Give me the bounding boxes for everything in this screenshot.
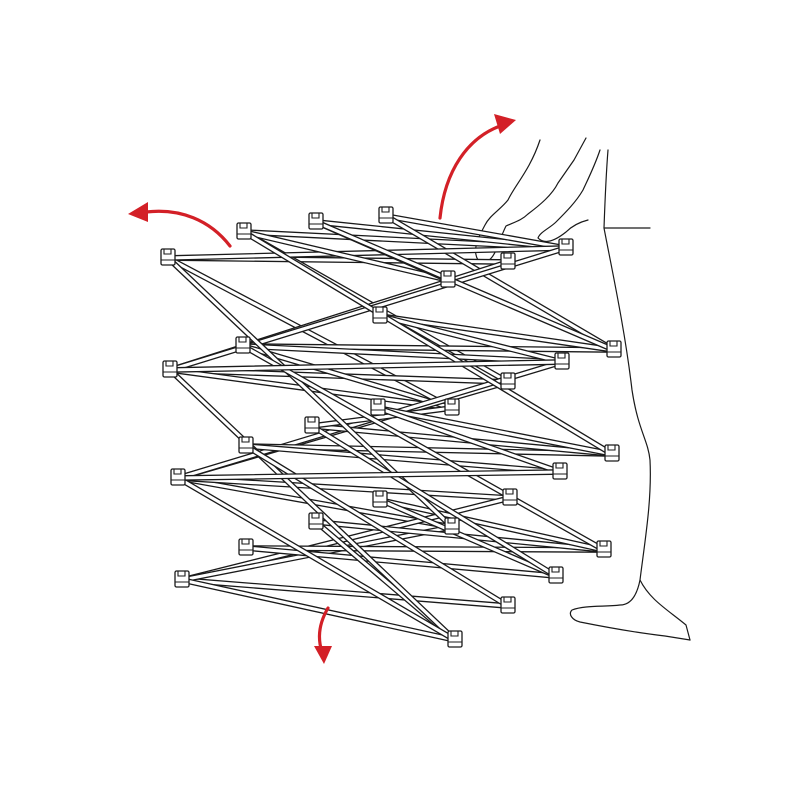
frame-hub — [606, 340, 622, 358]
frame-hub — [174, 570, 190, 588]
frame-hub — [235, 336, 251, 354]
frame-hub — [447, 630, 463, 648]
frame-bar — [377, 313, 565, 365]
frame-hub — [372, 490, 388, 508]
frame-hub — [378, 206, 394, 224]
frame-bar — [175, 469, 563, 481]
frame-hub — [500, 252, 516, 270]
frame-hub — [238, 538, 254, 556]
person-figure — [474, 137, 691, 641]
frame-bar — [240, 343, 607, 553]
frame-hub — [502, 488, 518, 506]
frame-bar — [243, 443, 563, 475]
frame-hub — [370, 398, 386, 416]
frame-hub — [304, 416, 320, 434]
foot-outline — [639, 579, 691, 641]
frame-bar — [309, 423, 559, 579]
frame-hub — [554, 352, 570, 370]
frame-hub — [548, 566, 564, 584]
frame-hub — [500, 596, 516, 614]
frame-hub — [372, 306, 388, 324]
frame-bar — [179, 577, 511, 609]
frame-bar — [313, 219, 617, 353]
frame-bar — [375, 405, 615, 457]
frame-bar — [175, 475, 458, 643]
direction-arrows — [128, 114, 516, 664]
leg-outline — [569, 227, 691, 641]
frame-hub — [308, 512, 324, 530]
frame-hub — [162, 360, 178, 378]
expand-up-arrow — [438, 114, 516, 220]
frame-hub — [596, 540, 612, 558]
expand-left-arrow — [128, 202, 232, 248]
frame-hub — [500, 372, 516, 390]
frame-bar — [383, 213, 617, 353]
thigh-outline — [603, 149, 651, 229]
frame-bar — [377, 497, 607, 553]
frame-hub — [552, 462, 568, 480]
frame-bar — [167, 359, 565, 373]
frame-hub — [308, 212, 324, 230]
frame-hub — [444, 517, 460, 535]
frame-bar — [241, 229, 615, 457]
frame-hub — [444, 398, 460, 416]
frame-hub — [170, 468, 186, 486]
frame-hub — [238, 436, 254, 454]
scissor-frame — [165, 213, 617, 643]
frame-hubs — [160, 206, 622, 648]
frame-hub — [236, 222, 252, 240]
frame-hub — [160, 248, 176, 266]
frame-bar — [165, 245, 569, 261]
frame-hub — [440, 270, 456, 288]
frame-bar — [375, 405, 563, 475]
expand-down-arrow — [314, 606, 332, 664]
right-hand-outline — [537, 149, 601, 242]
frame-bar — [383, 213, 569, 251]
frame-bar — [167, 367, 458, 643]
frame-hub — [604, 444, 620, 462]
frame-hub — [558, 238, 574, 256]
frame-bar — [241, 229, 451, 283]
frame-bar — [179, 577, 458, 643]
